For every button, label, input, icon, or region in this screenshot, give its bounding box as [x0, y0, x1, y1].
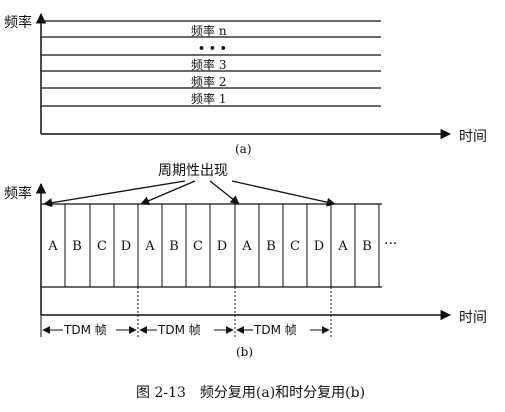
slot-label: C	[97, 239, 107, 254]
slot-label: A	[337, 239, 348, 254]
slot-label: D	[314, 239, 324, 254]
b-caption: (b)	[236, 345, 253, 359]
diagram-b: 频率 时间 周期性出现	[4, 163, 487, 359]
a-x-axis-label: 时间	[459, 129, 487, 145]
a-caption: (a)	[235, 142, 252, 156]
band-label-2: 频率 2	[191, 74, 226, 89]
diagram-a: 频率 时间 频率 n • • • 频率 3 频率 2 频率 1 (a)	[4, 12, 487, 156]
periodic-annotation: 周期性出现	[158, 163, 228, 179]
slot-label: D	[121, 239, 131, 254]
pointer-arrow	[209, 180, 240, 205]
band-label-n: 频率 n	[191, 23, 227, 38]
pointer-arrow	[43, 180, 186, 208]
frame-label: TDM 帧	[63, 323, 107, 337]
slot-label: B	[169, 239, 179, 254]
frame-label: TDM 帧	[157, 323, 201, 337]
slot-label: B	[362, 239, 372, 254]
band-label-3: 频率 3	[191, 57, 226, 72]
b-x-axis-label: 时间	[459, 310, 487, 326]
a-y-axis-label: 频率	[4, 14, 32, 31]
pointer-arrow	[231, 180, 336, 207]
slot-label: A	[144, 239, 155, 254]
slot-label: C	[193, 239, 203, 254]
slot-label: C	[290, 239, 300, 254]
slot-label: B	[72, 239, 82, 254]
slot-label: D	[217, 239, 227, 254]
slot-label: B	[266, 239, 276, 254]
b-y-axis-label: 频率	[4, 185, 32, 202]
pointer-arrow	[140, 180, 196, 205]
band-label-ellipsis: • • •	[198, 42, 227, 55]
frame-label: TDM 帧	[253, 323, 297, 337]
slot-label: A	[241, 239, 252, 254]
figure-caption: 图 2-13 频分复用(a)和时分复用(b)	[136, 384, 365, 401]
slot-ellipsis: ···	[384, 236, 397, 252]
band-label-1: 频率 1	[191, 91, 226, 106]
slot-label: A	[47, 239, 58, 254]
